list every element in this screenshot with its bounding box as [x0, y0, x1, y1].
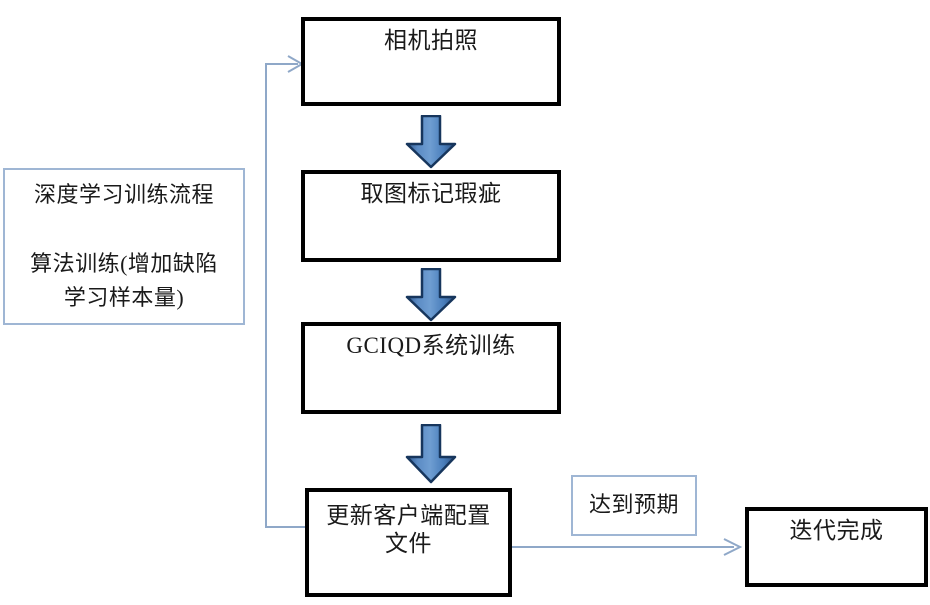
node-mark-defects-label: 取图标记瑕疵 — [360, 181, 502, 206]
feedback-line-top-segment — [265, 63, 298, 65]
note-box-training-process-label: 深度学习训练流程 算法训练(增加缺陷 学习样本量) — [30, 182, 218, 310]
node-camera-capture-label: 相机拍照 — [384, 28, 478, 53]
label-box-expectation-met: 达到预期 — [571, 475, 697, 536]
camera-to-mark-arrow-icon — [405, 115, 457, 169]
node-mark-defects[interactable]: 取图标记瑕疵 — [301, 170, 561, 262]
node-system-training-label: GCIQD系统训练 — [346, 333, 516, 358]
node-camera-capture[interactable]: 相机拍照 — [301, 17, 561, 106]
mark-to-training-arrow-icon — [405, 268, 457, 322]
node-system-training[interactable]: GCIQD系统训练 — [301, 322, 561, 414]
node-update-config[interactable]: 更新客户端配置 文件 — [305, 488, 512, 597]
feedback-line-bottom-segment — [265, 526, 307, 528]
done-arrowhead-icon — [723, 538, 743, 556]
label-box-expectation-met-label: 达到预期 — [588, 492, 679, 518]
node-iteration-done-label: 迭代完成 — [789, 518, 884, 543]
note-box-training-process: 深度学习训练流程 算法训练(增加缺陷 学习样本量) — [3, 168, 245, 325]
feedback-line-vertical-segment — [265, 63, 267, 528]
node-update-config-label: 更新客户端配置 文件 — [326, 503, 491, 557]
done-arrow-line — [512, 546, 734, 548]
node-iteration-done[interactable]: 迭代完成 — [745, 507, 928, 587]
training-to-update-arrow-icon — [405, 424, 457, 484]
